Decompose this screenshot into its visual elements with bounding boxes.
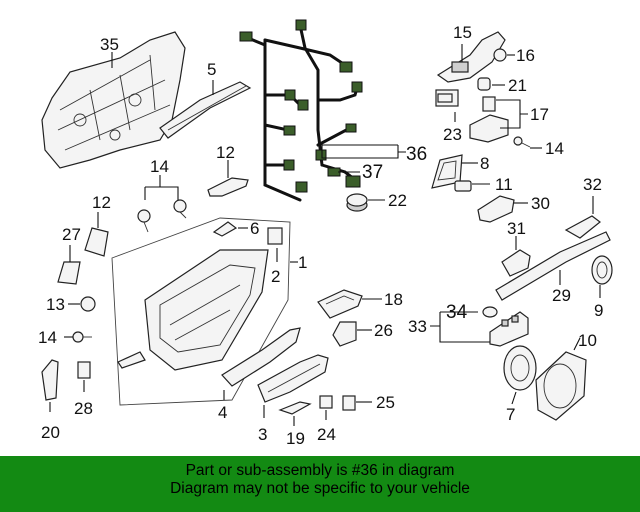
part-36-wiring-harness[interactable] (239, 19, 363, 202)
part-18-pocket[interactable] (317, 289, 363, 319)
callout-36: 36 (406, 144, 427, 165)
part-33-window-switch[interactable] (489, 311, 529, 347)
callout-32: 32 (583, 175, 602, 194)
part-12-bracket-left[interactable] (84, 227, 109, 257)
part-29-rail[interactable] (495, 231, 611, 301)
banner-line-2: Diagram may not be specific to your vehi… (170, 480, 470, 497)
part-4-armrest[interactable] (221, 327, 301, 387)
callout-25: 25 (376, 393, 395, 412)
callout-11: 11 (495, 175, 513, 194)
info-banner: Part or sub-assembly is #36 in diagram D… (0, 456, 640, 512)
callout-22: 22 (388, 191, 407, 210)
part-11-cover[interactable] (454, 180, 472, 192)
callout-26: 26 (374, 321, 393, 340)
part-13-grommet[interactable] (80, 296, 96, 312)
callout-28: 28 (74, 399, 93, 418)
part-12-bracket-top[interactable] (207, 177, 249, 197)
part-19-strip[interactable] (278, 401, 312, 415)
callout-17: 17 (530, 105, 549, 124)
part-34-switch-knob[interactable] (482, 306, 498, 318)
callout-16: 16 (516, 46, 535, 65)
part-8-handle-bezel[interactable] (431, 154, 463, 189)
part-14-screw-left[interactable] (72, 331, 92, 343)
part-3-armrest-base[interactable] (257, 354, 329, 403)
callout-14c: 14 (545, 139, 564, 158)
part-16-clip[interactable] (493, 48, 507, 62)
callout-8: 8 (480, 154, 489, 173)
part-22-knob[interactable] (346, 193, 368, 212)
callout-15: 15 (453, 23, 472, 42)
callout-31: 31 (507, 219, 526, 238)
part-15-mirror-bracket[interactable] (436, 31, 506, 83)
part-9-speaker-grille[interactable] (591, 255, 613, 285)
callout-14a: 14 (150, 157, 169, 176)
callout-37: 37 (362, 162, 383, 183)
callout-30: 30 (531, 194, 550, 213)
banner-line-1: Part or sub-assembly is #36 in diagram (185, 462, 455, 479)
part-14-screw-right[interactable] (513, 136, 531, 148)
part-27-clip[interactable] (57, 261, 81, 285)
callout-20: 20 (41, 423, 60, 442)
callout-27: 27 (62, 225, 81, 244)
part-2-bracket[interactable] (267, 227, 283, 245)
callout-14b: 14 (38, 328, 57, 347)
callout-3: 3 (258, 425, 267, 444)
callout-12b: 12 (216, 143, 235, 162)
part-6-clip[interactable] (212, 221, 238, 237)
callout-35: 35 (100, 35, 119, 54)
callout-7: 7 (506, 405, 515, 424)
callout-13: 13 (46, 295, 65, 314)
part-30-switch[interactable] (477, 195, 515, 223)
callout-29: 29 (552, 286, 571, 305)
part-31-motor[interactable] (501, 249, 531, 277)
callout-12a: 12 (92, 193, 111, 212)
part-28-clip[interactable] (77, 361, 91, 379)
part-21-cap[interactable] (477, 77, 491, 91)
callout-2: 2 (271, 267, 280, 286)
part-14-screw-pair[interactable] (137, 199, 187, 233)
part-10-speaker-cover[interactable] (535, 351, 587, 421)
callout-5: 5 (207, 60, 216, 79)
callout-34: 34 (446, 302, 468, 323)
part-32-sill-trim[interactable] (564, 215, 601, 239)
part-7-speaker[interactable] (503, 345, 537, 391)
callout-10: 10 (578, 331, 597, 350)
part-26-switch-cap[interactable] (332, 321, 357, 347)
part-25-clip[interactable] (342, 395, 356, 411)
callout-23: 23 (443, 125, 462, 144)
part-20-handle-insert[interactable] (41, 359, 59, 401)
part-24-clip[interactable] (319, 395, 333, 409)
callout-21: 21 (508, 76, 527, 95)
callout-1: 1 (298, 253, 307, 272)
callout-24: 24 (317, 425, 336, 444)
part-23-switch-block[interactable] (435, 89, 459, 107)
callout-6: 6 (250, 219, 259, 238)
callout-4: 4 (218, 403, 227, 422)
part-5-trim-strip[interactable] (159, 81, 252, 139)
parts-diagram: 35 5 36 37 15 (38, 19, 613, 448)
part-1-door-trim-panel[interactable] (111, 217, 291, 406)
callout-9: 9 (594, 301, 603, 320)
callout-33: 33 (408, 317, 427, 336)
part-17-switch-insert[interactable] (469, 96, 509, 143)
callout-19: 19 (286, 429, 305, 448)
callout-18: 18 (384, 290, 403, 309)
